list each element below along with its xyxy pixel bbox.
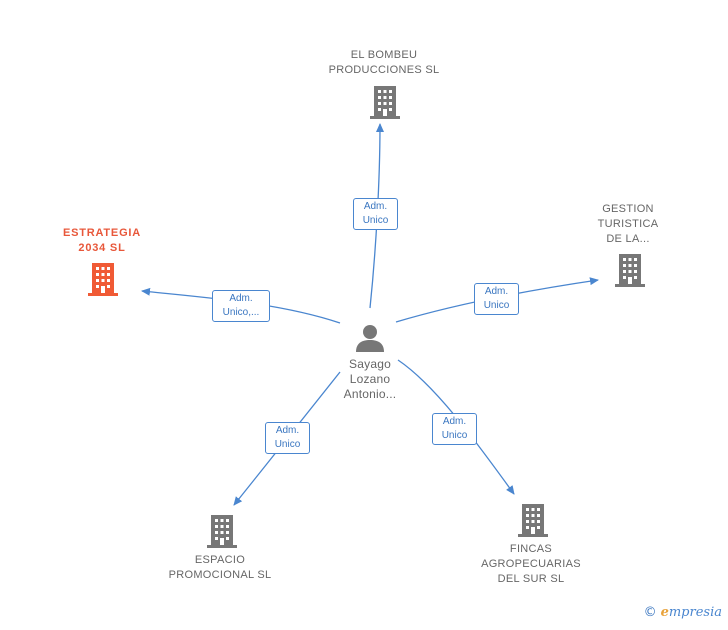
company-label-estrategia[interactable]: ESTRATEGIA 2034 SL [62,227,142,254]
person-icon[interactable] [356,325,384,352]
company-label-bombeu[interactable]: EL BOMBEU PRODUCCIONES SL [328,49,440,76]
edge-label-gestion[interactable]: Adm. Unico [474,283,519,315]
center-person-label[interactable]: Sayago Lozano Antonio... [343,357,397,401]
company-label-espacio[interactable]: ESPACIO PROMOCIONAL SL [168,554,272,581]
edge-label-bombeu[interactable]: Adm. Unico [353,198,398,230]
edge-label-espacio[interactable]: Adm. Unico [265,422,310,454]
brand-name: mpresia [668,605,722,620]
building-icon-espacio[interactable] [207,515,237,548]
building-icon-estrategia[interactable] [88,263,118,296]
edge-label-fincas[interactable]: Adm. Unico [432,413,477,445]
company-label-fincas[interactable]: FINCAS AGROPECUARIAS DEL SUR SL [481,543,581,585]
building-icon-bombeu[interactable] [370,86,400,119]
copyright-icon: © [643,605,657,620]
company-label-gestion[interactable]: GESTION TURISTICA DE LA... [597,203,659,245]
brand-initial: e [660,605,669,620]
building-icon-fincas[interactable] [518,504,548,537]
building-icon-gestion[interactable] [615,254,645,287]
brand-footer[interactable]: ©empresia [644,605,722,620]
edge-label-estrategia[interactable]: Adm. Unico,... [212,290,270,322]
